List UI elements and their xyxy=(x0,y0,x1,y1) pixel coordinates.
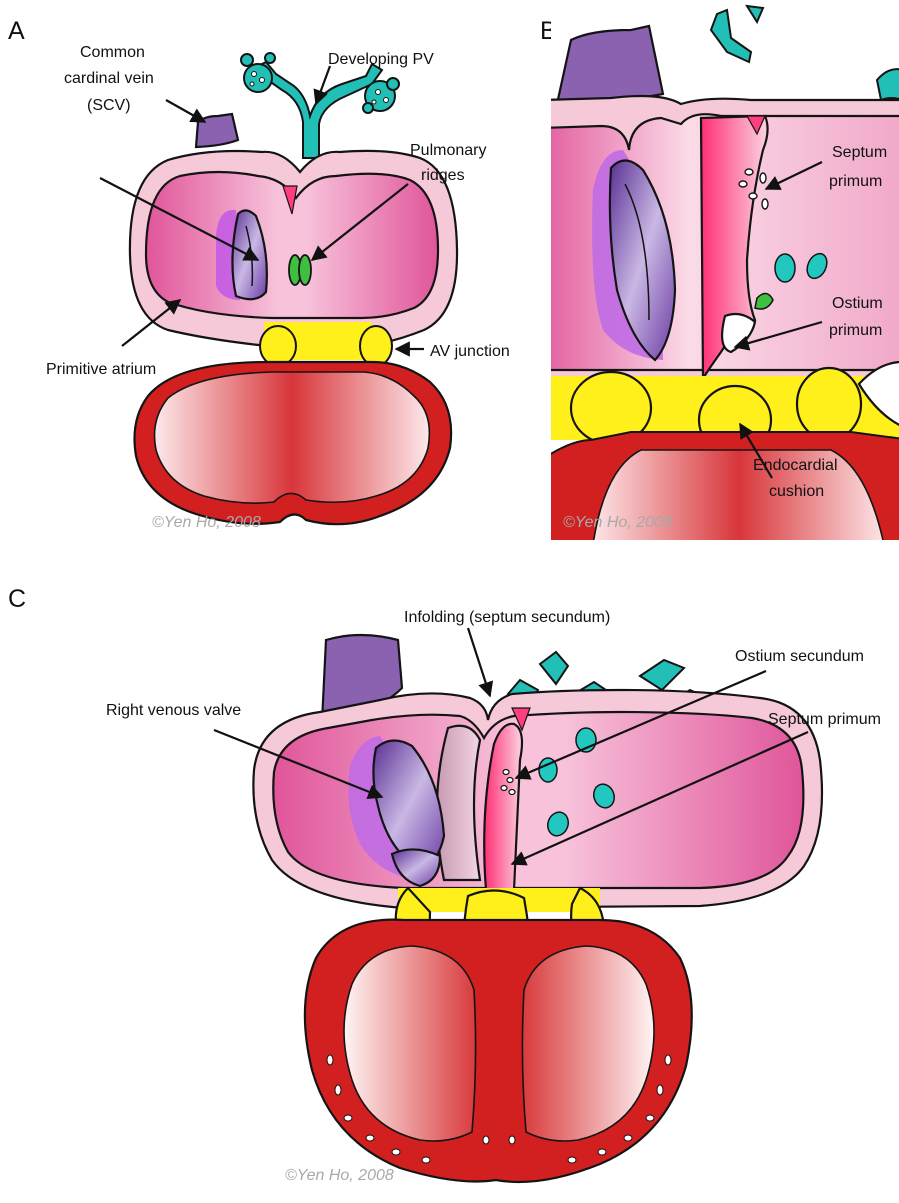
label-ostium-secundum: Ostium secundum xyxy=(735,648,864,665)
panel-b-frame xyxy=(541,0,899,560)
label-infolding: Infolding (septum secundum) xyxy=(404,609,610,626)
panel-b: B xyxy=(540,0,899,560)
label-av-junction: AV junction xyxy=(430,343,510,360)
label-pulmonary-line2: ridges xyxy=(421,167,465,184)
panel-a-av-cushion-right xyxy=(360,326,392,366)
arrow-cardinal-vein xyxy=(166,100,205,122)
panel-a-cardinal-vein xyxy=(196,114,238,147)
label-cardinal-line1: Common xyxy=(80,44,145,61)
label-right-venous-valve: Right venous valve xyxy=(106,702,241,719)
panel-a-pulmonary-ridge-right xyxy=(299,255,311,285)
arrow-infolding xyxy=(468,628,490,696)
label-cardinal-line3: (SCV) xyxy=(87,97,131,114)
label-primitive-atrium: Primitive atrium xyxy=(46,361,156,378)
panel-a-ventricle-lumen xyxy=(155,372,430,503)
panel-b-pv-opening-1 xyxy=(775,254,795,282)
panel-a-developing-pv xyxy=(241,53,399,158)
panel-a-copyright: ©Yen Ho, 2008 xyxy=(152,514,261,531)
panel-c-septum-secundum xyxy=(437,726,480,880)
label-endocardial-line2: cushion xyxy=(769,483,824,500)
label-septum-line1: Septum xyxy=(832,144,887,161)
panel-c-copyright: ©Yen Ho, 2008 xyxy=(285,1167,394,1184)
label-ostium-line2: primum xyxy=(829,322,882,339)
panel-c-letter: C xyxy=(8,585,26,613)
label-ostium-line1: Ostium xyxy=(832,295,883,312)
label-developing-pv: Developing PV xyxy=(328,51,434,68)
panel-c: C xyxy=(8,585,881,1184)
label-cardinal-line2: cardinal vein xyxy=(64,70,154,87)
panel-b-ventricle-lumen xyxy=(591,450,887,560)
label-septum-primum-c: Septum primum xyxy=(768,711,881,728)
panel-b-copyright: ©Yen Ho, 2008 xyxy=(563,514,672,531)
label-pulmonary-line1: Pulmonary xyxy=(410,142,486,159)
panel-a-av-cushion-left xyxy=(260,326,296,366)
panel-b-cushion-right xyxy=(797,368,861,440)
label-septum-line2: primum xyxy=(829,173,882,190)
panel-a: A xyxy=(8,17,510,531)
panel-a-letter: A xyxy=(8,17,25,45)
